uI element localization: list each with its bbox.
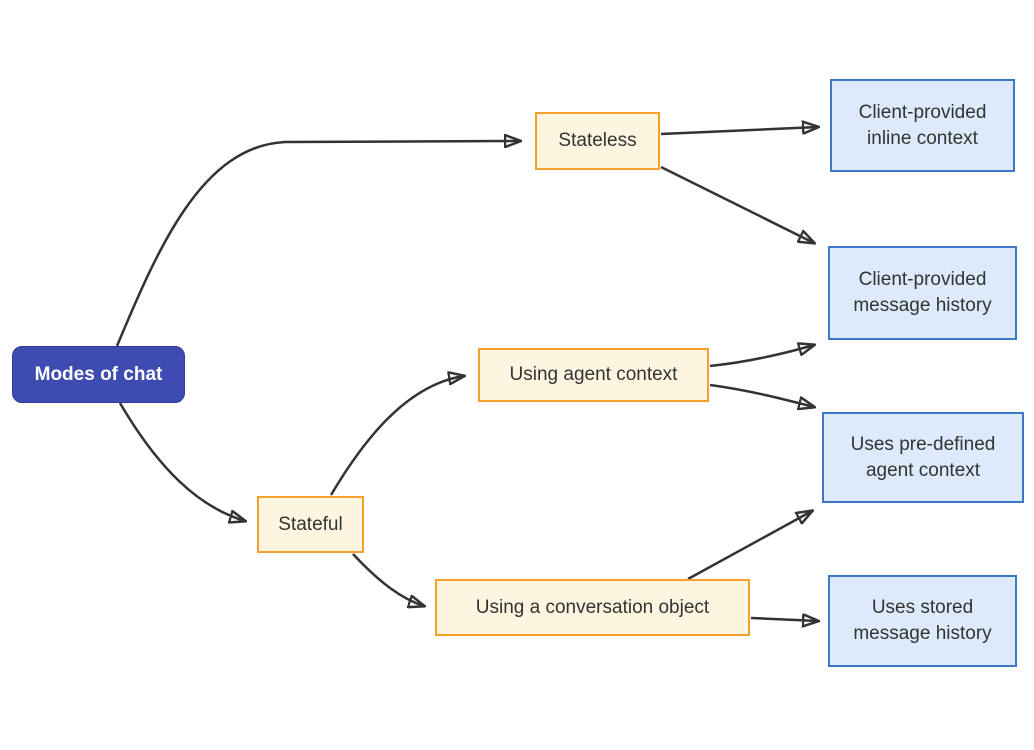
node-client-provided-inline-context: Client-provided inline context [830, 79, 1015, 172]
node-using-conversation-object: Using a conversation object [435, 579, 750, 636]
edge-stateful-to-agent-context [329, 376, 464, 496]
node-using-conversation-object-label: Using a conversation object [475, 596, 710, 618]
node-stateless-label: Stateless [558, 130, 637, 152]
node-modes-of-chat-label: Modes of chat [34, 363, 163, 385]
edge-conversation-object-to-stored-history [750, 618, 818, 621]
node-uses-predefined-agent-context-label: Uses pre-defined agent context [850, 433, 996, 481]
edge-modes-to-stateless [115, 141, 520, 347]
edge-agent-context-to-predefined-context [709, 383, 814, 407]
node-client-provided-message-history: Client-provided message history [828, 246, 1017, 340]
edge-stateful-to-conversation-object [352, 553, 424, 606]
node-modes-of-chat: Modes of chat [12, 346, 185, 403]
node-stateful-label: Stateful [278, 513, 343, 535]
node-uses-predefined-agent-context: Uses pre-defined agent context [822, 412, 1024, 503]
node-client-provided-inline-context-label: Client-provided inline context [858, 101, 987, 149]
edge-conversation-object-to-predefined-context [687, 511, 812, 581]
node-stateless: Stateless [535, 112, 660, 170]
edge-stateless-to-message-history [660, 165, 814, 243]
edge-stateless-to-inline-context [660, 127, 818, 136]
node-uses-stored-message-history: Uses stored message history [828, 575, 1017, 667]
node-stateful: Stateful [257, 496, 364, 553]
edge-modes-to-stateful [118, 402, 245, 521]
node-client-provided-message-history-label: Client-provided message history [853, 269, 992, 316]
node-uses-stored-message-history-label: Uses stored message history [853, 597, 992, 644]
node-using-agent-context-label: Using agent context [509, 364, 678, 386]
edge-agent-context-to-message-history [709, 345, 814, 368]
node-using-agent-context: Using agent context [478, 348, 709, 402]
